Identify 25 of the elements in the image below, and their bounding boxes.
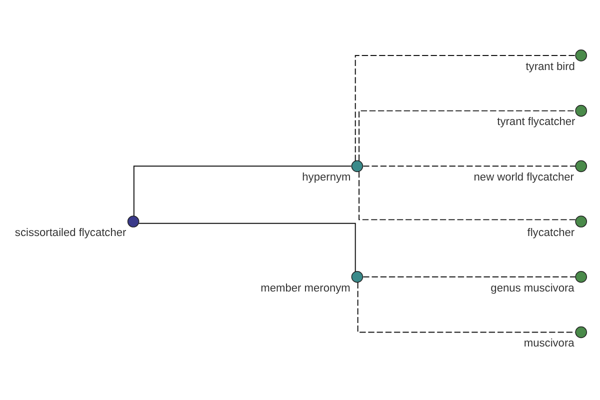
node-circle <box>575 326 587 338</box>
node-label: genus muscivora <box>490 282 574 294</box>
node-circle <box>575 160 587 172</box>
node-label: member meronym <box>260 282 350 294</box>
connector <box>138 222 356 272</box>
node-circle <box>575 50 587 62</box>
connector <box>133 166 352 216</box>
node-label: hypernym <box>302 172 351 184</box>
node-circle <box>575 216 587 228</box>
connector <box>358 110 576 162</box>
connector <box>354 54 576 162</box>
node-circle <box>351 270 364 283</box>
node-circle <box>127 216 140 228</box>
node-circle <box>351 160 364 172</box>
node-label: scissortailed flycatcher <box>14 226 126 239</box>
node-label: new world flycatcher <box>474 172 574 184</box>
node-label: tyrant bird <box>526 60 575 73</box>
node-label: tyrant flycatcher <box>497 116 576 128</box>
node-circle <box>575 104 587 117</box>
node-label: flycatcher <box>527 226 575 239</box>
connector <box>362 166 576 167</box>
node-label: muscivora <box>524 338 574 350</box>
connector <box>358 171 576 220</box>
connector <box>362 276 576 278</box>
node-circle <box>575 270 587 283</box>
